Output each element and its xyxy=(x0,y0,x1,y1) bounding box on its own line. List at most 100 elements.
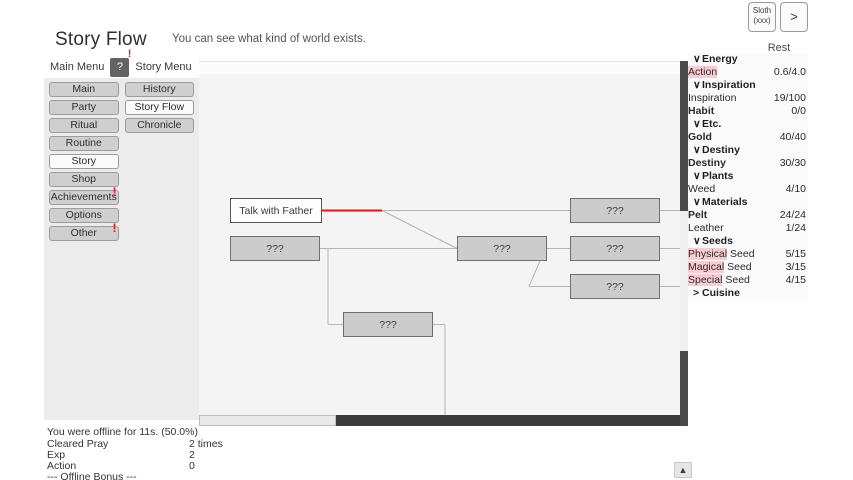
stats-group-label: Seeds xyxy=(702,235,733,247)
flow-node-locked[interactable]: ??? xyxy=(343,312,433,337)
alert-badge-icon: ! xyxy=(112,185,117,199)
flow-node-locked[interactable]: ??? xyxy=(570,236,660,261)
chevron-down-icon: ∨ xyxy=(693,118,701,130)
stat-label: Habit xyxy=(688,105,714,118)
sidebar-item-routine[interactable]: Routine xyxy=(49,136,119,151)
stats-group-header-materials[interactable]: ∨Materials xyxy=(688,196,808,209)
stats-group-label: Destiny xyxy=(702,144,740,156)
stats-group-header-inspiration[interactable]: ∨Inspiration xyxy=(688,79,808,92)
story-flow-canvas[interactable]: Talk with Father?????????????????? xyxy=(199,61,687,420)
stat-label: Leather xyxy=(688,222,724,235)
stats-group-header-energy[interactable]: ∨Energy xyxy=(688,53,808,66)
page-title: Story Flow xyxy=(55,29,147,50)
flow-node-label: ??? xyxy=(606,242,624,255)
breadcrumb-nav: Main Menu ? ! Story Menu xyxy=(50,48,192,77)
offline-log-key: Cleared Pray xyxy=(47,438,109,450)
flow-node-label: Talk with Father xyxy=(239,204,313,217)
stat-key: Magical xyxy=(688,261,725,273)
chevron-down-icon: ∨ xyxy=(693,196,701,208)
help-label: ? xyxy=(116,60,123,73)
flow-node-locked[interactable]: ??? xyxy=(457,236,547,261)
sidebar-item-label: Shop xyxy=(71,173,97,185)
stats-group-header-destiny[interactable]: ∨Destiny xyxy=(688,144,808,157)
sidebar-item-label: Options xyxy=(65,209,102,221)
stats-group-header-cuisine[interactable]: >Cuisine xyxy=(688,287,808,300)
stat-value: 1/24 xyxy=(785,222,806,234)
scroll-to-top-button[interactable]: ▲ xyxy=(674,462,692,478)
sidebar-item-label: History xyxy=(142,83,176,95)
flow-node-label: ??? xyxy=(379,318,397,331)
flow-node-locked[interactable]: ??? xyxy=(230,236,320,261)
stat-key: Weed xyxy=(688,183,716,195)
sidebar-item-label: Chronicle xyxy=(137,119,182,131)
stat-key-suffix: Seed xyxy=(727,248,755,260)
vertical-scrollbar-thumb-bottom[interactable] xyxy=(680,351,688,426)
stat-key-suffix: Seed xyxy=(724,261,752,273)
stat-value: 40/40 xyxy=(779,131,806,143)
sidebar-item-main[interactable]: Main xyxy=(49,82,119,97)
sidebar-item-label: Story Flow xyxy=(134,101,185,113)
vertical-scrollbar[interactable] xyxy=(680,61,688,426)
offline-log-key: Exp xyxy=(47,449,66,461)
flow-node-label: ??? xyxy=(606,280,624,293)
help-button[interactable]: ? ! xyxy=(110,48,131,77)
nav-story-menu[interactable]: Story Menu xyxy=(135,61,192,73)
stat-label: Magical Seed xyxy=(688,261,752,274)
stat-key: Physical xyxy=(688,248,728,260)
flow-node-label: ??? xyxy=(266,242,284,255)
vertical-scrollbar-thumb-top[interactable] xyxy=(680,61,688,211)
sidebar-item-story[interactable]: Story xyxy=(49,154,119,169)
stats-group-header-etc-[interactable]: ∨Etc. xyxy=(688,118,808,131)
horizontal-scrollbar[interactable] xyxy=(199,415,687,426)
stat-key: Special xyxy=(688,274,723,286)
horizontal-scrollbar-thumb[interactable] xyxy=(199,415,336,426)
sidebar-item-shop[interactable]: Shop xyxy=(49,172,119,187)
chevron-down-icon: ∨ xyxy=(693,235,701,247)
offline-log-key: Action xyxy=(47,460,77,472)
stat-value: 30/30 xyxy=(779,157,806,169)
stats-group-label: Energy xyxy=(702,53,738,65)
flow-node-locked[interactable]: ??? xyxy=(570,198,660,223)
sidebar-item-ritual[interactable]: Ritual xyxy=(49,118,119,133)
nav-main-menu[interactable]: Main Menu xyxy=(50,61,105,73)
stat-row: Physical Seed 5/15 xyxy=(688,248,808,261)
next-button[interactable]: > xyxy=(780,2,808,32)
stat-key-suffix: Seed xyxy=(722,274,750,286)
sidebar-item-history[interactable]: History xyxy=(124,82,194,97)
sidebar-item-achievements[interactable]: Achievements! xyxy=(49,186,119,205)
canvas-header-strip xyxy=(199,62,687,74)
stats-group-label: Cuisine xyxy=(702,287,740,299)
flow-node-locked[interactable]: ??? xyxy=(570,274,660,299)
chevron-right-icon: > xyxy=(693,287,700,299)
rest-label: Rest xyxy=(767,42,791,54)
offline-log-footer: --- Offline Bonus --- xyxy=(47,471,137,480)
sloth-status-button[interactable]: Sloth (xxx) xyxy=(748,2,776,32)
sidebar-item-other[interactable]: Other! xyxy=(49,222,119,241)
sidebar-item-party[interactable]: Party xyxy=(49,100,119,115)
offline-log-value: 2 times xyxy=(189,438,223,450)
sidebar-item-options[interactable]: Options xyxy=(49,208,119,223)
stat-key: Habit xyxy=(688,105,715,117)
stats-group-label: Etc. xyxy=(702,118,722,130)
stat-value: 5/15 xyxy=(785,248,806,260)
sidebar-item-chronicle[interactable]: Chronicle xyxy=(124,118,194,133)
offline-log-headline: You were offline for 11s. (50.0%) xyxy=(47,426,198,438)
stat-value: 19/100 xyxy=(773,92,806,104)
stat-row: Leather 1/24 xyxy=(688,222,808,235)
stat-key: Pelt xyxy=(688,209,708,221)
stats-group-header-seeds[interactable]: ∨Seeds xyxy=(688,235,808,248)
sidebar-item-label: Party xyxy=(71,101,96,113)
chevron-down-icon: ∨ xyxy=(693,53,701,65)
sidebar-item-label: Story xyxy=(71,155,96,167)
stats-group-header-plants[interactable]: ∨Plants xyxy=(688,170,808,183)
stat-key: Action xyxy=(688,66,718,78)
flow-node-unlocked[interactable]: Talk with Father xyxy=(230,198,322,223)
sidebar-item-label: Ritual xyxy=(70,119,98,131)
sidebar-item-story-flow[interactable]: Story Flow xyxy=(124,100,194,115)
